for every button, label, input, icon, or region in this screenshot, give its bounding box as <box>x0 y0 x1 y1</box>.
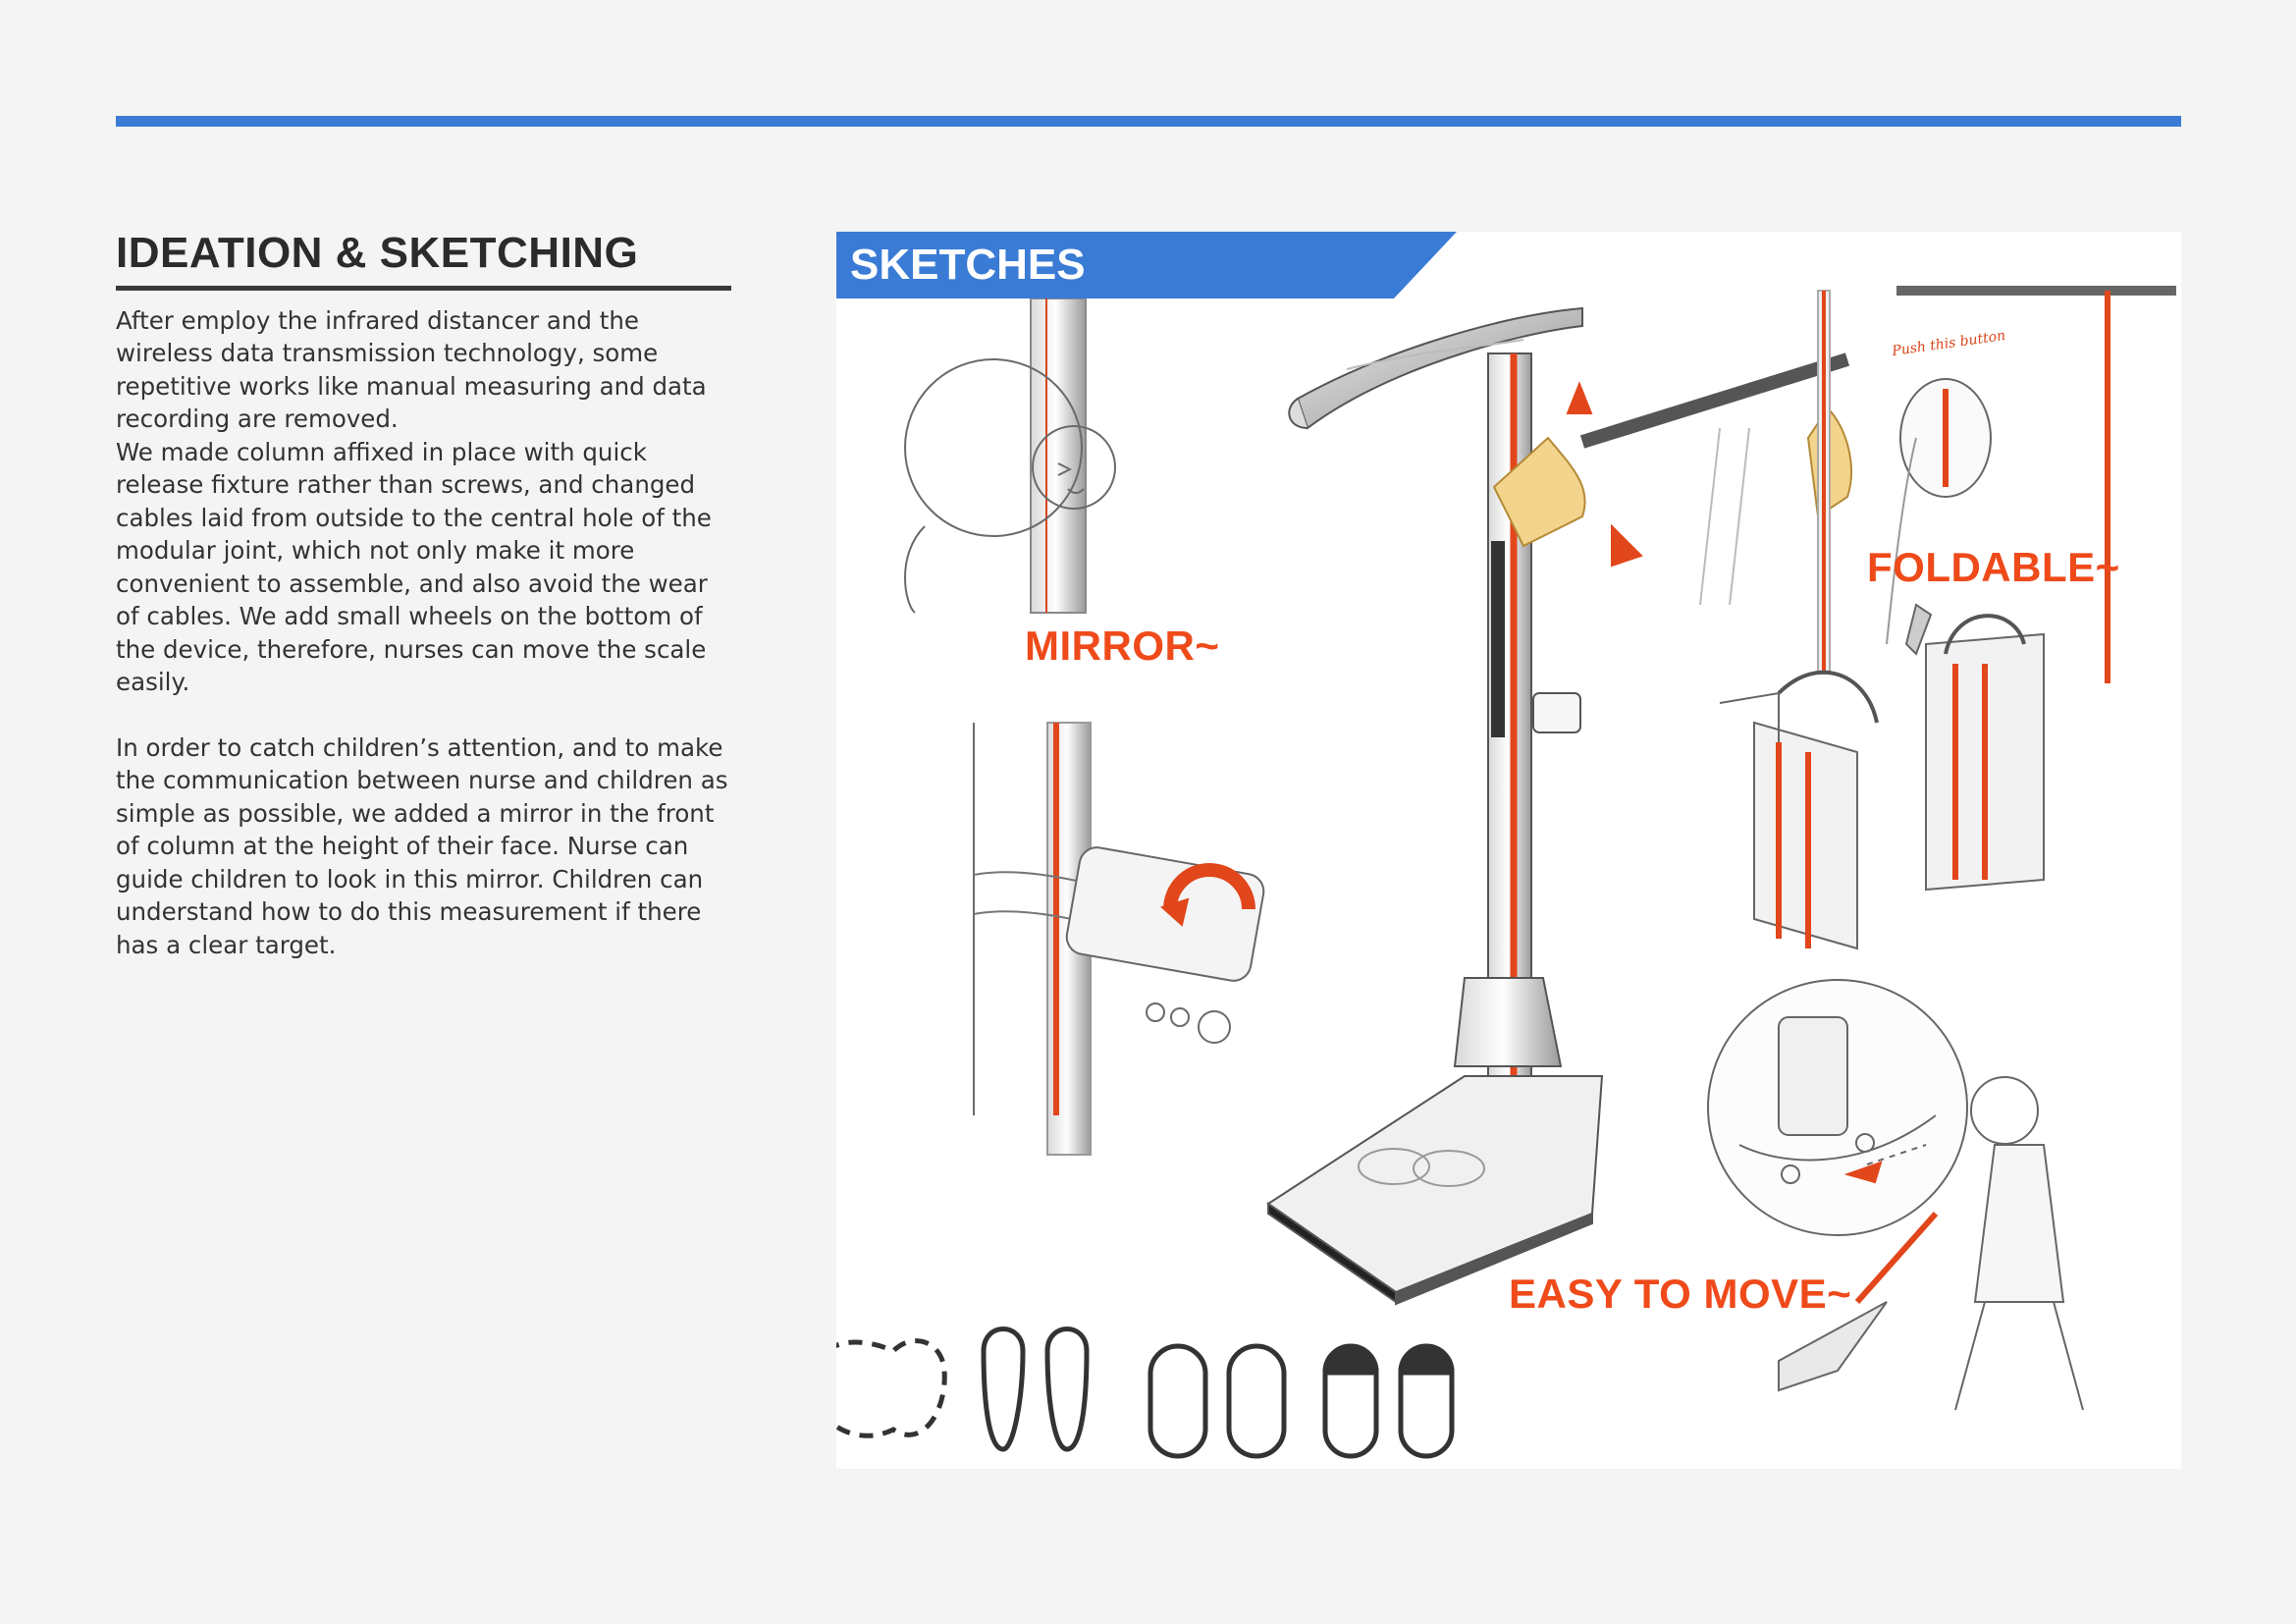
mirror-closeup-sketch <box>973 722 1265 1156</box>
nurse-wheels-sketch <box>1707 979 2084 1411</box>
foldable-callout: FOLDABLE~ <box>1867 544 2120 590</box>
top-rule <box>116 116 2181 127</box>
foot-shape-iterations <box>836 1326 1455 1459</box>
sketches-banner: SKETCHES <box>836 232 1457 298</box>
paragraph-gap <box>116 699 734 731</box>
paragraph-1: After employ the infrared distancer and … <box>116 305 707 434</box>
foldable-hand-sketch <box>1346 286 2176 683</box>
mirror-callout: MIRROR~ <box>1025 623 1220 669</box>
page-title: IDEATION & SKETCHING <box>116 229 639 277</box>
child-mirror-sketch <box>904 298 1116 614</box>
left-column: IDEATION & SKETCHING After employ the in… <box>116 228 734 961</box>
sketches-banner-label: SKETCHES <box>850 241 1086 289</box>
body-text: After employ the infrared distancer and … <box>116 304 734 962</box>
easy-to-move-callout: EASY TO MOVE~ <box>1509 1271 1852 1317</box>
title-underline <box>116 285 731 291</box>
paragraph-3: In order to catch children’s attention, … <box>116 732 728 959</box>
paragraph-2: We made column affixed in place with qui… <box>116 437 712 697</box>
sketch-illustrations <box>836 286 2176 1459</box>
sketch-panel: MIRROR~ FOLDABLE~ EASY TO MOVE~ Push thi… <box>836 232 2181 1469</box>
joint-detail-sketch <box>1719 603 2045 950</box>
